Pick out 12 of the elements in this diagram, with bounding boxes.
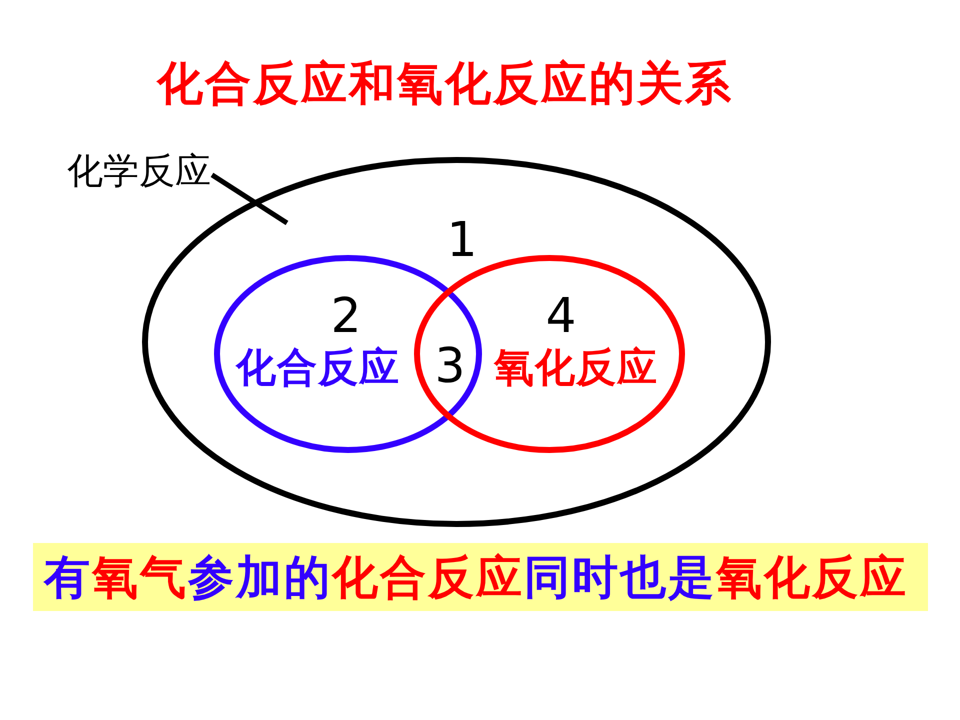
region-number: 4 (546, 292, 576, 340)
region-number: 3 (434, 342, 466, 390)
set-label: 化学反应 (67, 154, 211, 190)
leader-line (210, 172, 288, 226)
set-label: 化合反应 (236, 348, 400, 388)
set-label: 氧化反应 (494, 348, 658, 388)
region-number: 1 (446, 216, 478, 264)
conclusion-banner: 有氧气参加的化合反应同时也是氧化反应 (33, 543, 928, 611)
region-number: 2 (330, 292, 362, 340)
set-circle (214, 255, 482, 453)
set-circle (414, 255, 685, 453)
title: 化合反应和氧化反应的关系 (157, 60, 733, 106)
